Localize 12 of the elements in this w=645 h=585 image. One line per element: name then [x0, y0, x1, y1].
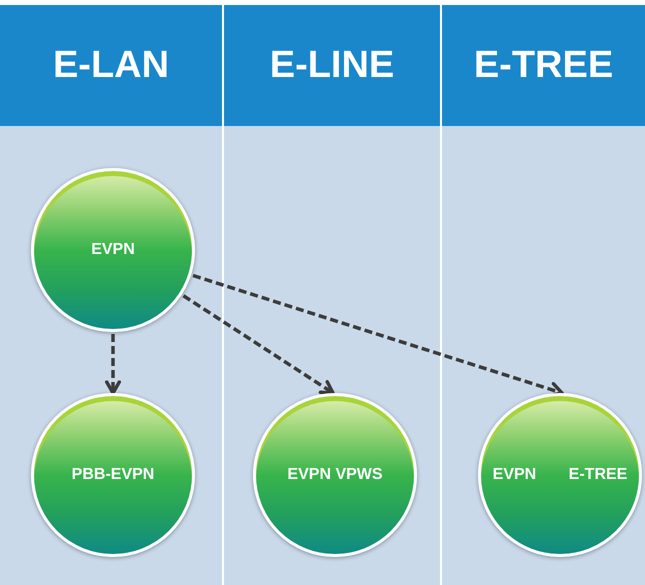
service-label: EVPN — [91, 241, 135, 259]
dashed-arrow — [182, 294, 335, 395]
column-panel — [442, 5, 645, 585]
column-panel — [224, 5, 440, 585]
column-heading: E-TREE — [474, 44, 614, 87]
service-label: PBB-EVPN — [72, 466, 154, 484]
column-heading: E-LAN — [52, 44, 170, 87]
column-heading: E-LINE — [270, 44, 394, 87]
service-label: EVPN E-TREE — [492, 466, 628, 484]
column-panel — [0, 5, 222, 585]
service-label: EVPN VPWS — [287, 466, 383, 484]
dashed-arrow — [104, 334, 122, 395]
